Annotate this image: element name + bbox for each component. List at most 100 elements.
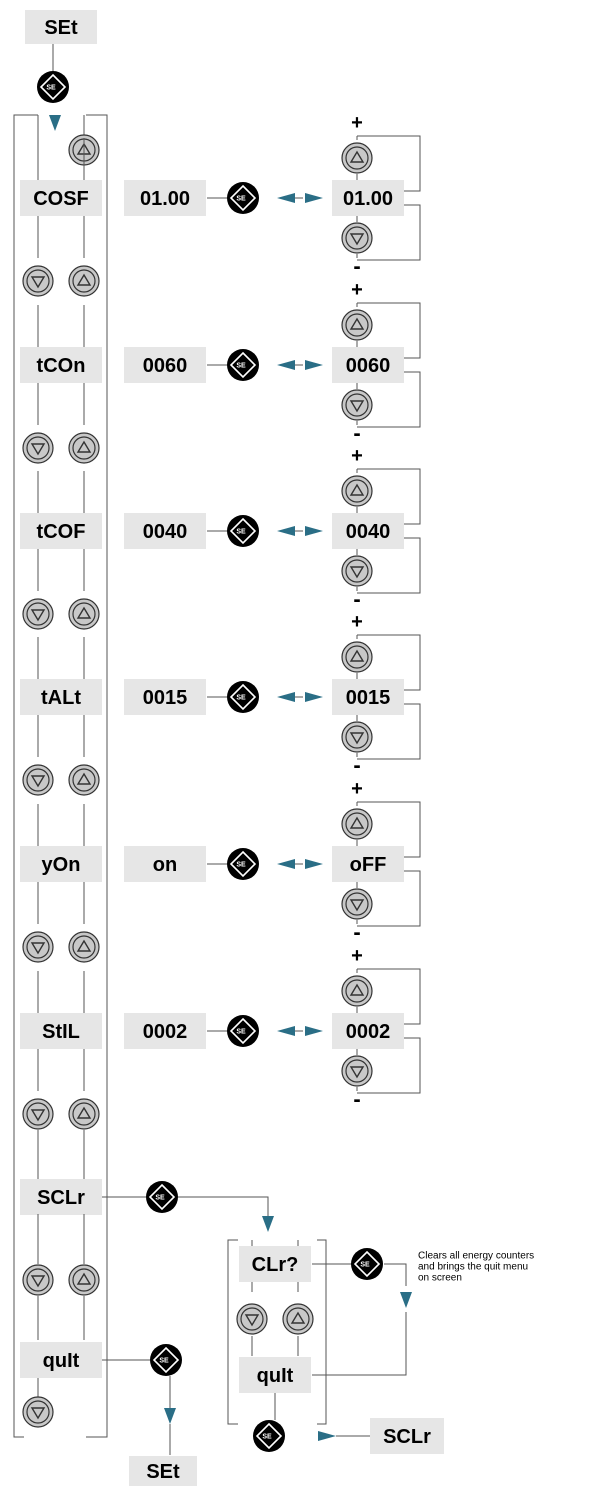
param-2-code: tCOF — [20, 513, 102, 549]
down-arrow-button-icon[interactable] — [341, 389, 373, 421]
down-arrow-button-icon[interactable] — [22, 931, 54, 963]
param-2-value-text: 0040 — [143, 521, 188, 543]
note-line-2: and brings the quit menu — [418, 1262, 528, 1273]
param-2-value: 0040 — [124, 513, 206, 549]
up-arrow-button-icon[interactable] — [341, 475, 373, 507]
sclr-result: SCLr — [370, 1418, 444, 1454]
param-1-code-text: tCOn — [37, 355, 86, 377]
param-5-plus-sign: + — [351, 945, 363, 967]
up-arrow-button-icon[interactable] — [341, 975, 373, 1007]
down-arrow-button-icon-glyph — [349, 400, 365, 413]
up-arrow-button-icon-glyph — [290, 1311, 306, 1324]
loop-up — [357, 801, 421, 858]
se-button-icon[interactable]: SE — [227, 848, 259, 880]
down-arrow-button-icon-ring — [345, 393, 369, 417]
se-button-icon[interactable]: SE — [351, 1248, 383, 1280]
up-arrow-button-icon[interactable] — [341, 309, 373, 341]
up-arrow-button-icon[interactable] — [68, 432, 100, 464]
param-2-value-box — [124, 513, 206, 549]
se-button-icon[interactable]: SE — [227, 182, 259, 214]
clr-to-note — [384, 1263, 407, 1286]
down-arrow-button-icon-ring — [26, 768, 50, 792]
param-4-new-value-text: oFF — [350, 854, 387, 876]
param-5-minus-sign: - — [353, 1087, 360, 1112]
param-0-value: 01.00 — [124, 180, 206, 216]
param-4-value-box — [124, 846, 206, 882]
up-arrow-button-icon-ring — [345, 313, 369, 337]
se-button-icon[interactable]: SE — [37, 71, 69, 103]
se-button-text: SE — [236, 1029, 246, 1036]
sclr-code: SCLr — [20, 1179, 102, 1215]
se-button-diamond — [229, 517, 257, 545]
up-arrow-button-icon[interactable] — [68, 1264, 100, 1296]
down-arrow-sclr — [262, 1216, 274, 1232]
note-to-quit — [312, 1312, 407, 1376]
clr-confirm-text: CLr? — [252, 1254, 299, 1276]
loop-down — [357, 537, 421, 594]
right-arrow-sclr-result — [318, 1431, 336, 1441]
up-arrow-button-icon[interactable] — [341, 808, 373, 840]
down-arrow-button-icon-ring — [345, 892, 369, 916]
down-arrow-button-icon[interactable] — [22, 764, 54, 796]
down-arrow-button-icon[interactable] — [341, 1055, 373, 1087]
up-arrow-button-icon[interactable] — [341, 641, 373, 673]
down-arrow-button-icon[interactable] — [22, 1264, 54, 1296]
right-arrow — [305, 692, 323, 702]
down-arrow-quit — [164, 1408, 176, 1424]
left-arrow — [277, 692, 295, 702]
se-button-icon[interactable]: SE — [227, 349, 259, 381]
se-button-diamond — [353, 1250, 381, 1278]
param-4-new-value: oFF — [332, 846, 404, 882]
down-arrow-button-icon[interactable] — [22, 1098, 54, 1130]
up-arrow-button-icon[interactable] — [68, 1098, 100, 1130]
clr-confirm-box — [239, 1246, 311, 1282]
up-arrow-button-icon-glyph — [76, 1106, 92, 1119]
param-5-value: 0002 — [124, 1013, 206, 1049]
up-arrow-button-icon-glyph — [76, 440, 92, 453]
down-arrow-button-icon-glyph — [349, 732, 365, 745]
up-arrow-button-icon-ring — [72, 935, 96, 959]
up-arrow-button-icon[interactable] — [68, 931, 100, 963]
se-button-icon[interactable]: SE — [227, 1015, 259, 1047]
up-arrow-button-icon[interactable] — [68, 598, 100, 630]
se-button-text: SE — [236, 363, 246, 370]
param-1-new-value-text: 0060 — [346, 355, 391, 377]
param-2-code-text: tCOF — [37, 521, 86, 543]
param-0-plus-sign: + — [351, 112, 363, 134]
right-arrow — [305, 526, 323, 536]
down-arrow-button-icon-glyph — [30, 443, 46, 456]
down-arrow-button-icon[interactable] — [341, 888, 373, 920]
se-button-icon[interactable]: SE — [146, 1181, 178, 1213]
se-button-icon[interactable]: SE — [150, 1344, 182, 1376]
left-rail-bracket — [13, 114, 24, 1438]
down-arrow-button-icon[interactable] — [22, 432, 54, 464]
se-button-text: SE — [236, 862, 246, 869]
param-2-new-value-box — [332, 513, 404, 549]
down-arrow-button-icon-glyph — [30, 276, 46, 289]
right-arrow — [305, 859, 323, 869]
down-arrow-button-icon[interactable] — [236, 1303, 268, 1335]
param-5-new-value-box — [332, 1013, 404, 1049]
quit-label-box — [20, 1342, 102, 1378]
right-arrow — [305, 193, 323, 203]
se-button-icon[interactable]: SE — [253, 1420, 285, 1452]
down-arrow-button-icon[interactable] — [341, 555, 373, 587]
down-arrow-button-icon[interactable] — [22, 598, 54, 630]
param-3-new-value: 0015 — [332, 679, 404, 715]
down-arrow-button-icon[interactable] — [22, 1396, 54, 1428]
down-arrow-button-icon[interactable] — [341, 721, 373, 753]
param-3-value-text: 0015 — [143, 687, 188, 709]
loop-down — [357, 870, 421, 927]
param-1-code: tCOn — [20, 347, 102, 383]
up-arrow-button-icon[interactable] — [68, 265, 100, 297]
se-button-icon[interactable]: SE — [227, 515, 259, 547]
down-arrow-button-icon[interactable] — [22, 265, 54, 297]
up-arrow-button-icon[interactable] — [68, 764, 100, 796]
up-arrow-button-icon[interactable] — [341, 142, 373, 174]
down-arrow-button-icon-glyph — [30, 775, 46, 788]
up-arrow-button-icon[interactable] — [282, 1303, 314, 1335]
se-button-icon[interactable]: SE — [227, 681, 259, 713]
down-arrow-button-icon[interactable] — [341, 222, 373, 254]
down-arrow-button-icon-ring — [345, 559, 369, 583]
down-arrow-button-icon-glyph — [349, 233, 365, 246]
